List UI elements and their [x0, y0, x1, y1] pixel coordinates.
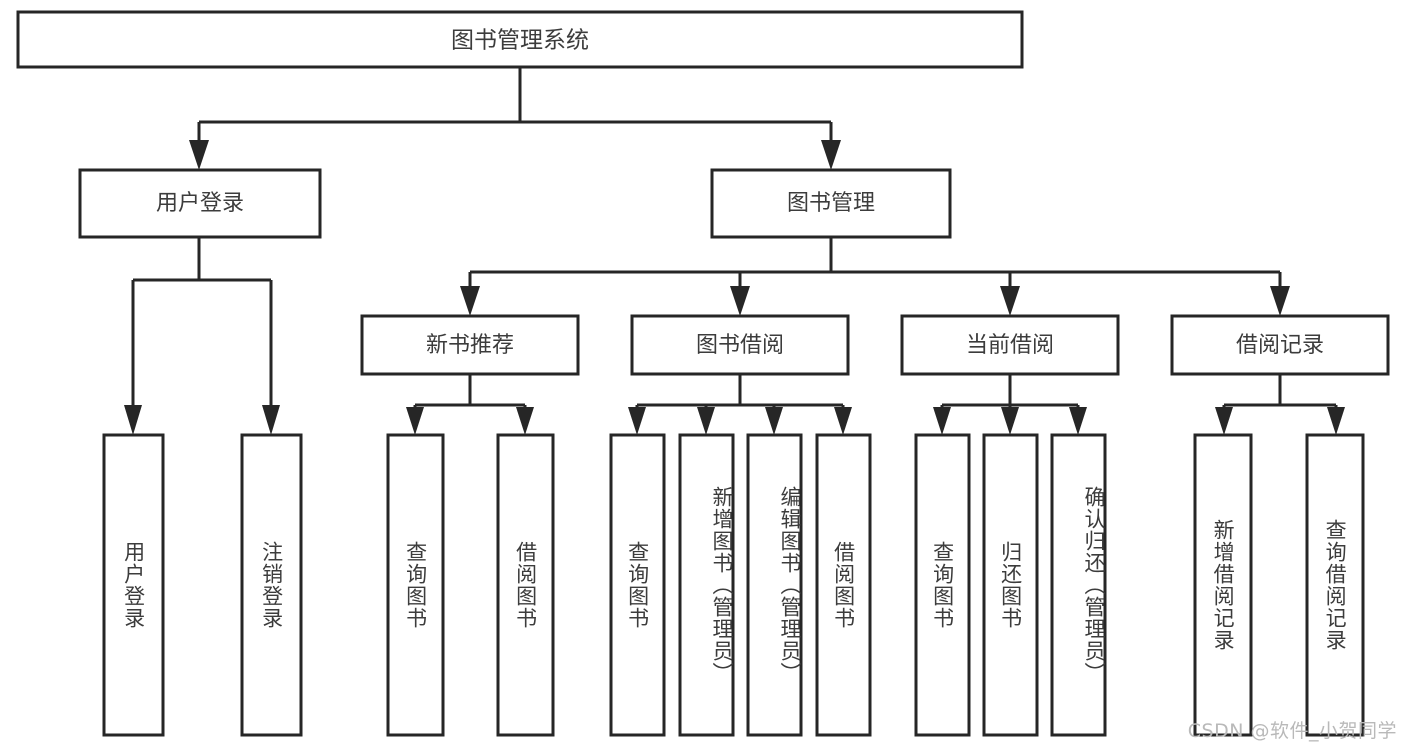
node-box-current-borrow[interactable] — [900, 314, 1120, 376]
node-box-leaf-current-borrow-3[interactable] — [1050, 433, 1107, 737]
arrow-leaf-new-book-1 — [406, 407, 424, 435]
arrow-current-borrow — [1000, 286, 1020, 316]
node-box-book-borrow[interactable] — [630, 314, 850, 376]
arrow-new-book — [460, 286, 480, 316]
arrow-leaf-new-book-2 — [516, 407, 534, 435]
arrow-leaf-borrow-record-2 — [1327, 407, 1345, 435]
arrow-leaf-user-login-1 — [124, 405, 142, 435]
node-box-book-manage[interactable] — [710, 168, 952, 239]
node-box-leaf-new-book-2[interactable] — [496, 433, 555, 737]
node-box-leaf-new-book-1[interactable] — [386, 433, 445, 737]
node-box-leaf-user-login-2[interactable] — [240, 433, 303, 737]
arrow-leaf-current-borrow-3 — [1069, 407, 1087, 435]
node-box-borrow-record[interactable] — [1170, 314, 1390, 376]
arrow-leaf-book-borrow-3 — [765, 407, 783, 435]
connectors-layer — [124, 67, 1345, 435]
arrow-leaf-book-borrow-4 — [834, 407, 852, 435]
arrow-leaf-borrow-record-1 — [1215, 407, 1233, 435]
node-box-root[interactable] — [16, 10, 1024, 69]
node-label-borrow-record: 借阅记录 — [1236, 333, 1324, 358]
arrow-leaf-current-borrow-2 — [1001, 407, 1019, 435]
arrow-book-borrow — [730, 286, 750, 316]
arrow-leaf-user-login-2 — [262, 405, 280, 435]
node-box-leaf-book-borrow-1[interactable] — [609, 433, 666, 737]
node-box-leaf-book-borrow-2[interactable] — [678, 433, 735, 737]
node-box-leaf-user-login-1[interactable] — [102, 433, 165, 737]
node-box-leaf-borrow-record-1[interactable] — [1193, 433, 1253, 737]
csdn-watermark: CSDN @软件_小贺同学 — [1187, 720, 1397, 742]
node-label-current-borrow: 当前借阅 — [966, 333, 1054, 358]
node-box-leaf-book-borrow-4[interactable] — [815, 433, 872, 737]
node-label-user-login: 用户登录 — [156, 191, 244, 216]
arrow-borrow-record — [1270, 286, 1290, 316]
node-box-user-login[interactable] — [78, 168, 322, 239]
arrow-leaf-book-borrow-2 — [697, 407, 715, 435]
nodes-layer: 图书管理系统 用户登录 图书管理 新书推荐 图书借阅 当前借阅 借阅记录 — [16, 10, 1390, 737]
arrow-user-login — [189, 140, 209, 170]
arrow-leaf-book-borrow-1 — [628, 407, 646, 435]
node-box-leaf-current-borrow-1[interactable] — [914, 433, 971, 737]
node-label-book-manage: 图书管理 — [787, 191, 875, 216]
node-label-book-borrow: 图书借阅 — [696, 333, 784, 358]
node-box-leaf-current-borrow-2[interactable] — [982, 433, 1039, 737]
node-label-new-book-recommend: 新书推荐 — [426, 333, 514, 358]
node-box-new-book-recommend[interactable] — [360, 314, 580, 376]
node-box-leaf-book-borrow-3[interactable] — [746, 433, 803, 737]
node-label-root: 图书管理系统 — [451, 28, 589, 54]
arrow-leaf-current-borrow-1 — [933, 407, 951, 435]
arrow-book-manage — [821, 140, 841, 170]
node-box-leaf-borrow-record-2[interactable] — [1305, 433, 1365, 737]
